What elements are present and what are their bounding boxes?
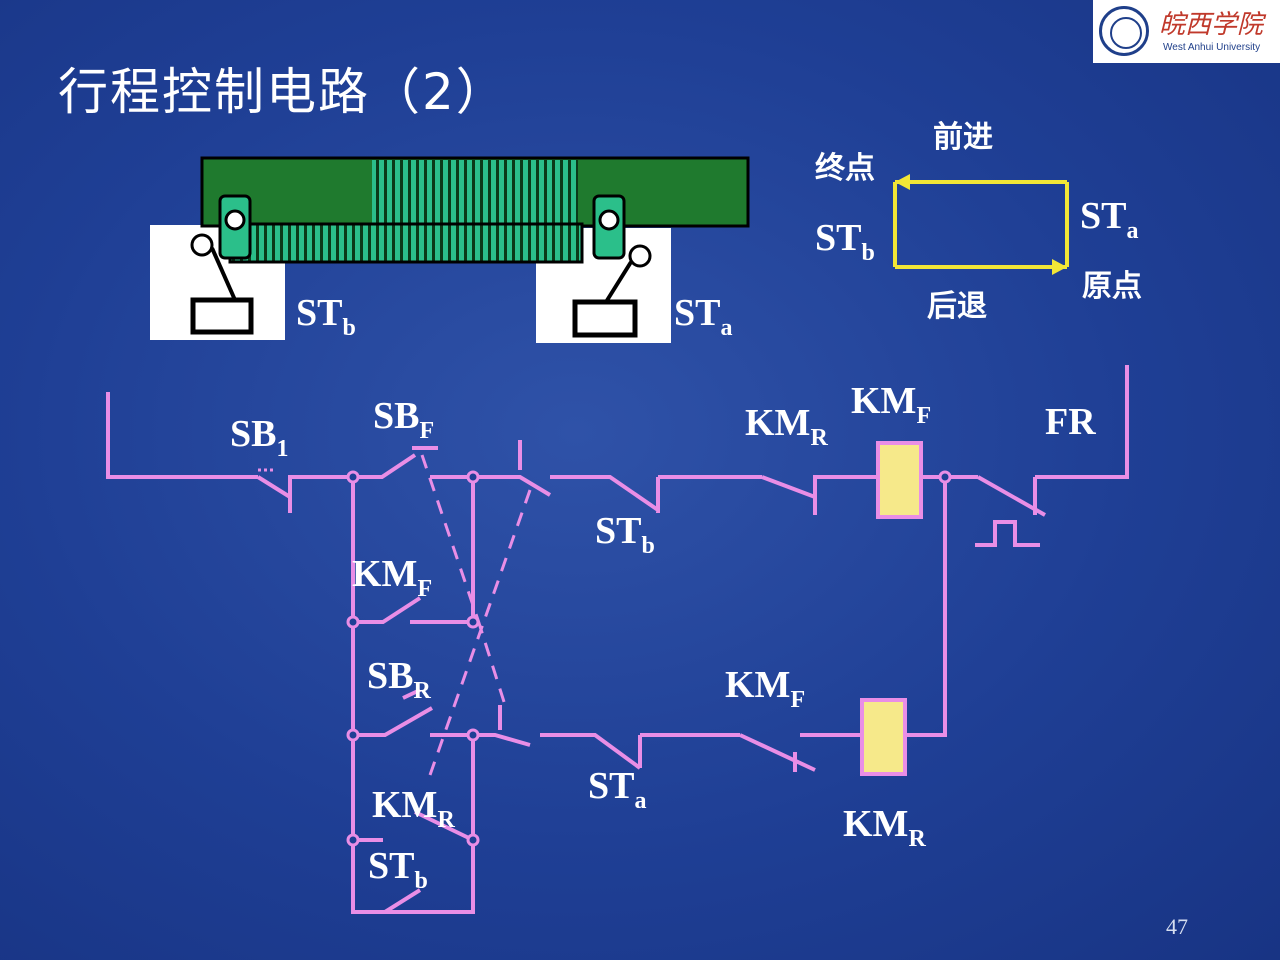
slide-title: 行程控制电路（2） — [58, 63, 508, 121]
end-point-label: 终点 — [815, 151, 875, 186]
right-switch-body — [572, 299, 638, 338]
left-power-rail — [106, 392, 258, 479]
right-power-rail — [1035, 365, 1129, 479]
kmr-interlock-contact — [761, 475, 878, 515]
lead-screw — [228, 222, 584, 264]
sbr-mechanical-link — [428, 489, 532, 776]
university-logo: 皖西学院 West Anhui University — [1093, 0, 1280, 63]
kmr-hold-label: KMR — [372, 784, 455, 833]
logo-name-cn: 皖西学院 — [1159, 10, 1264, 40]
left-switch-body — [190, 297, 254, 335]
kmf-interlock-label: KMF — [725, 664, 805, 713]
fr-thermal-icon — [975, 520, 1040, 547]
page-number: 47 — [1166, 914, 1188, 939]
kmf-hold-label: KMF — [352, 553, 432, 602]
machine-stb-label: STb — [296, 292, 356, 341]
stb-lower-contact — [353, 888, 473, 914]
kmr-interlock-label: KMR — [745, 402, 828, 451]
university-seal-icon — [1099, 6, 1149, 56]
kmr-coil-label: KMR — [843, 803, 926, 852]
sb1-label: SB1 — [230, 413, 288, 462]
stb-upper-contact — [473, 440, 660, 513]
sbf-label: SBF — [373, 395, 434, 444]
left-bus — [351, 477, 475, 914]
logo-name-en: West Anhui University — [1163, 42, 1261, 53]
sta-lower-contact — [473, 705, 642, 770]
stb-upper-label: STb — [595, 510, 655, 559]
sbf-mechanical-link — [420, 454, 480, 621]
motion-stb-label: STb — [815, 217, 875, 266]
motion-diagram — [893, 174, 1069, 275]
right-lever-wheel-icon — [628, 244, 652, 268]
machine-sta-label: STa — [674, 292, 732, 341]
fr-label: FR — [1045, 401, 1096, 443]
stb-lower-label: STb — [368, 845, 428, 894]
fr-contact — [977, 475, 1046, 517]
kmr-coil — [860, 698, 907, 776]
backward-label: 后退 — [927, 289, 987, 324]
right-roller-icon — [598, 209, 620, 231]
sta-lower-label: STa — [588, 765, 646, 814]
backward-arrowhead-icon — [1052, 259, 1067, 275]
sbr-label: SBR — [367, 655, 431, 704]
left-roller-icon — [224, 209, 246, 231]
kmf-interlock-contact — [739, 733, 860, 772]
sbr-branch — [353, 688, 473, 737]
table-rack — [372, 160, 578, 224]
kmf-coil — [876, 441, 923, 519]
forward-arrowhead-icon — [895, 174, 910, 190]
origin-label: 原点 — [1082, 269, 1142, 304]
forward-label: 前进 — [933, 120, 993, 155]
kmf-coil-label: KMF — [851, 380, 931, 429]
sbf-switch — [353, 446, 473, 479]
left-lever-wheel-icon — [190, 233, 214, 257]
work-table-illustration — [150, 156, 750, 343]
sb1-switch — [256, 475, 353, 513]
motion-sta-label: STa — [1080, 195, 1138, 244]
